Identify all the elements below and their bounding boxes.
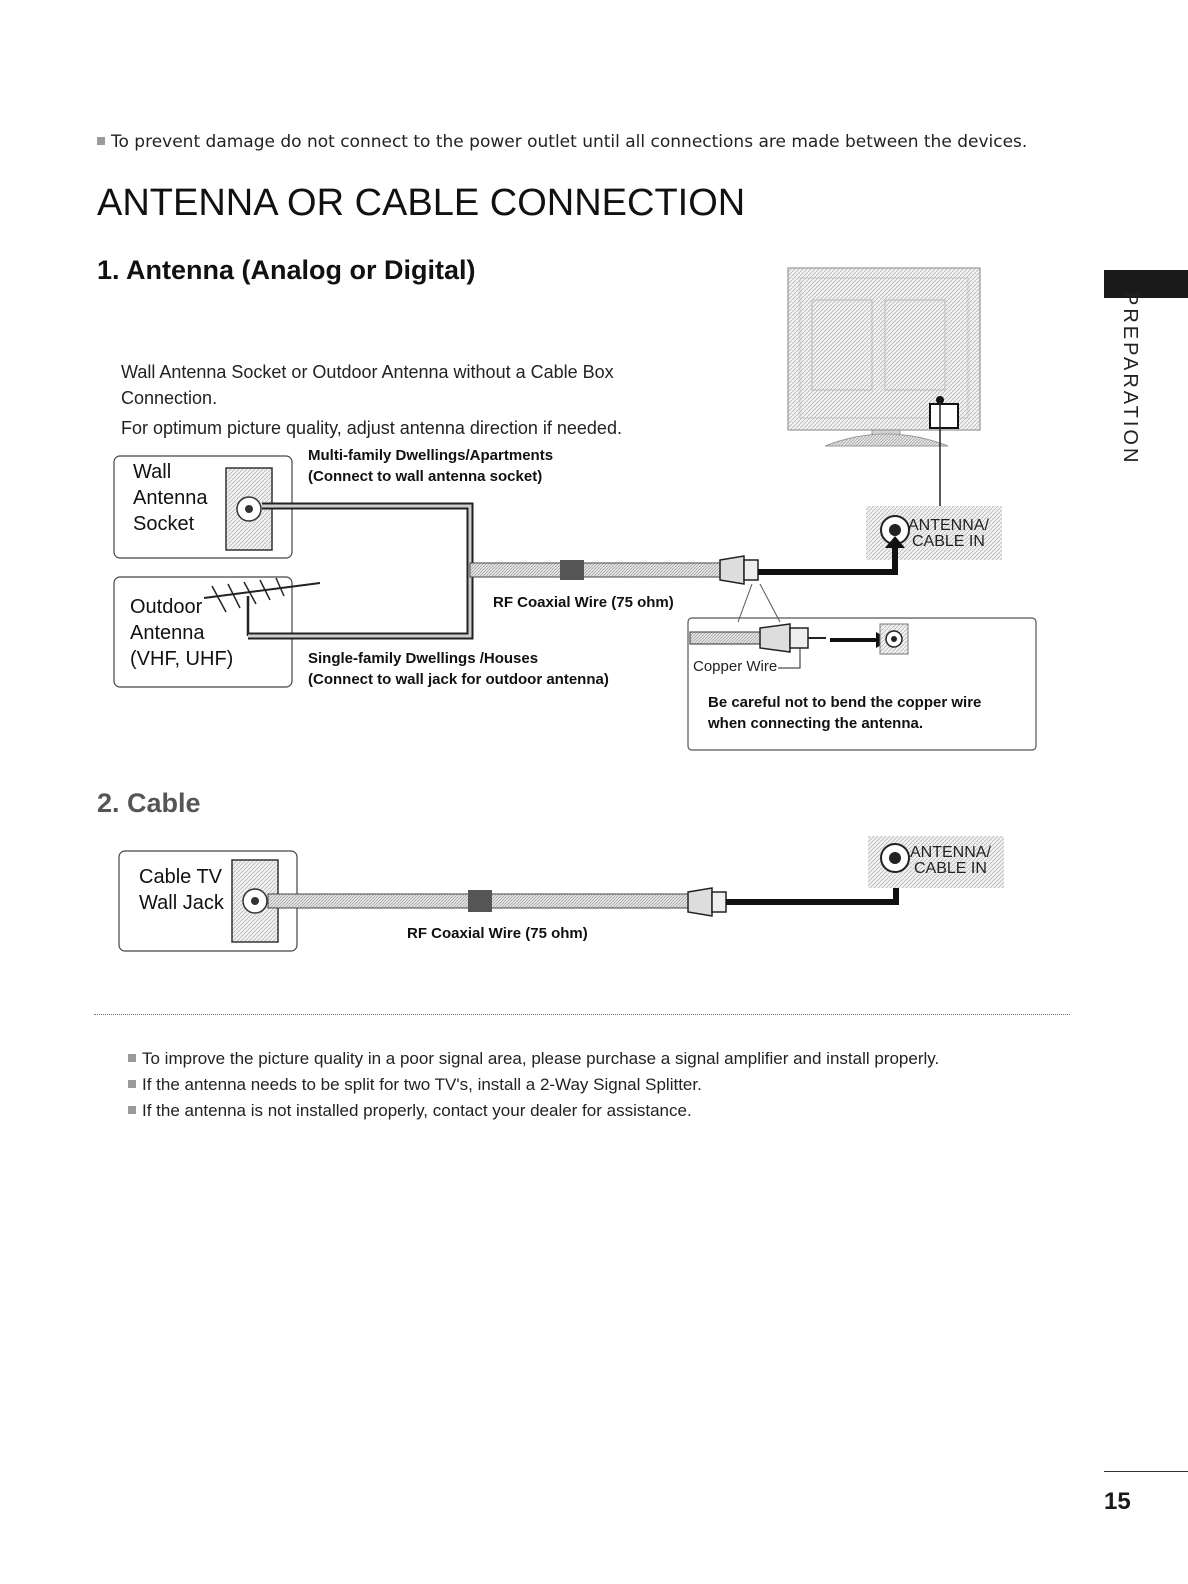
cable-connection-diagram bbox=[118, 836, 1004, 952]
multi-family-label-line1: Multi-family Dwellings/Apartments bbox=[308, 447, 554, 464]
caution-text-line1: Be careful not to bend the copper wire bbox=[708, 694, 982, 711]
wall-socket-label-line3: Socket bbox=[133, 513, 195, 535]
bullet-icon bbox=[97, 137, 105, 145]
outdoor-antenna-label-line3: (VHF, UHF) bbox=[130, 648, 234, 670]
port-label-line2: CABLE IN bbox=[912, 533, 985, 550]
power-warning-text: To prevent damage do not connect to the … bbox=[111, 132, 1028, 152]
outdoor-antenna-label-line2: Antenna bbox=[130, 622, 205, 644]
section-tab-label: PREPARATION bbox=[1119, 292, 1141, 466]
outdoor-antenna-illustration bbox=[203, 577, 321, 636]
antenna-section-heading: 1. Antenna (Analog or Digital) bbox=[97, 255, 476, 285]
cable-antenna-cable-in-port bbox=[868, 836, 1004, 888]
power-warning-note: To prevent damage do not connect to the … bbox=[97, 132, 1027, 152]
section-tab-marker bbox=[1104, 270, 1188, 298]
cable-rf-wire-label: RF Coaxial Wire (75 ohm) bbox=[407, 925, 588, 942]
section-divider bbox=[94, 1014, 1070, 1015]
rf-coaxial-wire-label: RF Coaxial Wire (75 ohm) bbox=[493, 594, 674, 611]
page-number-rule bbox=[1104, 1471, 1188, 1472]
note-text: To improve the picture quality in a poor… bbox=[142, 1049, 940, 1068]
multi-family-label-line2: (Connect to wall antenna socket) bbox=[308, 468, 543, 485]
caution-text-line2: when connecting the antenna. bbox=[708, 715, 924, 732]
antenna-description-line3: For optimum picture quality, adjust ante… bbox=[121, 418, 622, 438]
wall-socket-label-line1: Wall bbox=[133, 461, 172, 483]
note-item: If the antenna is not installed properly… bbox=[128, 1098, 939, 1124]
cable-coax-connector-illustration bbox=[687, 887, 727, 917]
bottom-notes-list: To improve the picture quality in a poor… bbox=[128, 1046, 939, 1124]
bullet-icon bbox=[128, 1054, 136, 1062]
note-text: If the antenna is not installed properly… bbox=[142, 1101, 692, 1120]
cable-port-label-line1: ANTENNA/ bbox=[910, 844, 991, 861]
cable-section-heading: 2. Cable bbox=[97, 788, 201, 818]
note-item: To improve the picture quality in a poor… bbox=[128, 1046, 939, 1072]
tv-rear-illustration bbox=[787, 267, 981, 447]
outdoor-antenna-label-line1: Outdoor bbox=[130, 596, 203, 618]
antenna-description-line2: Connection. bbox=[121, 388, 218, 408]
bullet-icon bbox=[128, 1080, 136, 1088]
note-item: If the antenna needs to be split for two… bbox=[128, 1072, 939, 1098]
page-title: ANTENNA OR CABLE CONNECTION bbox=[97, 182, 746, 224]
cable-jack-label-line1: Cable TV bbox=[139, 866, 223, 888]
antenna-cable-in-port bbox=[866, 506, 1002, 560]
antenna-connection-diagram bbox=[113, 267, 1037, 751]
copper-wire-detail-illustration bbox=[689, 623, 909, 669]
bullet-icon bbox=[128, 1106, 136, 1114]
coax-connector-illustration bbox=[719, 555, 759, 585]
page-number: 15 bbox=[1104, 1488, 1131, 1515]
antenna-description-line1: Wall Antenna Socket or Outdoor Antenna w… bbox=[121, 362, 614, 382]
single-family-label-line1: Single-family Dwellings /Houses bbox=[308, 650, 539, 667]
cable-jack-label-line2: Wall Jack bbox=[139, 892, 224, 914]
single-family-label-line2: (Connect to wall jack for outdoor antenn… bbox=[308, 671, 609, 688]
cable-port-label-line2: CABLE IN bbox=[914, 860, 987, 877]
wall-socket-label-line2: Antenna bbox=[133, 487, 208, 509]
port-label-line1: ANTENNA/ bbox=[908, 517, 989, 534]
copper-wire-label: Copper Wire bbox=[693, 658, 778, 675]
note-text: If the antenna needs to be split for two… bbox=[142, 1075, 702, 1094]
